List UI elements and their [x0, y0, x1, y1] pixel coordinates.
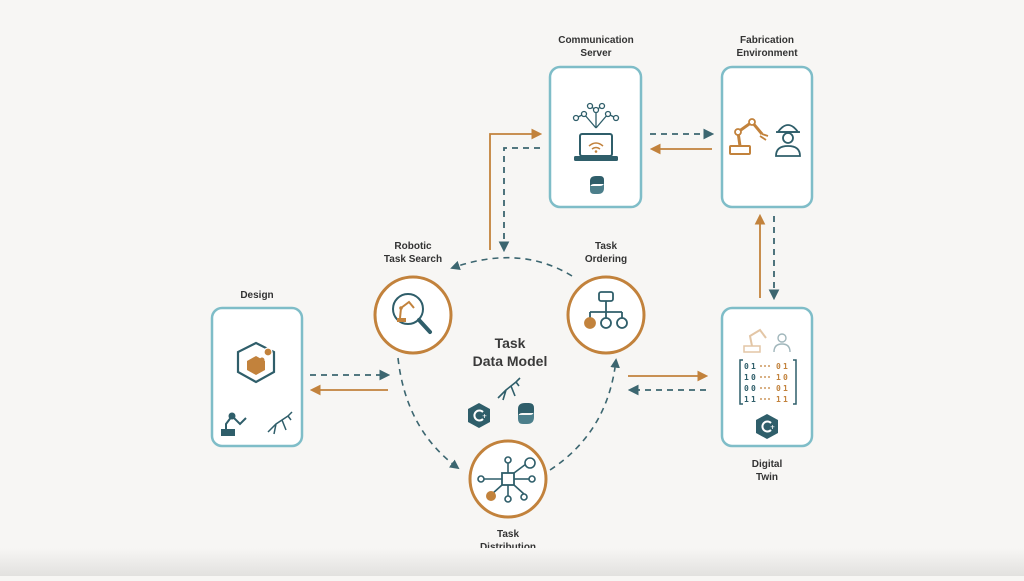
svg-text:1: 1: [776, 373, 781, 382]
task-ordering-label-line1: Task: [594, 241, 618, 252]
task-distribution-label: Task Distribution: [463, 528, 553, 554]
task-distribution-label-line1: Task: [496, 529, 520, 540]
communication-server-box: [548, 65, 643, 209]
design-label-text: Design: [240, 290, 274, 301]
svg-text:0: 0: [744, 362, 749, 371]
robotic-task-search-label-line1: Robotic: [394, 241, 432, 252]
robot-arm-icon: [743, 328, 767, 353]
design-label: Design: [222, 289, 292, 302]
worker-icon: [773, 333, 791, 353]
arrow-server-to-search: [498, 147, 540, 253]
svg-text:1: 1: [783, 395, 788, 404]
fabrication-environment-label-line1: Fabrication: [740, 35, 794, 46]
fabrication-environment-label: Fabrication Environment: [712, 34, 822, 60]
bottom-shadow: [0, 548, 1024, 576]
svg-text:+: +: [482, 413, 487, 420]
csharp-icon: +: [468, 403, 490, 428]
robotic-task-search-label: Robotic Task Search: [368, 240, 458, 266]
hierarchy-icon: [589, 291, 628, 329]
communication-server-label: Communication Server: [541, 34, 651, 60]
robotic-task-search-label-line2: Task Search: [383, 254, 443, 265]
arc-distribution-to-ordering: [549, 358, 620, 471]
arc-ordering-to-search: [450, 256, 573, 277]
robotic-task-search-circle: [373, 275, 453, 355]
digital-twin-label-line1: Digital: [751, 459, 783, 470]
svg-text:1: 1: [783, 362, 788, 371]
distribution-network-icon: [477, 456, 536, 503]
fabrication-environment-box: [720, 65, 814, 209]
svg-text:0: 0: [776, 384, 781, 393]
worker-icon: [775, 124, 801, 157]
magnifier-robot-icon: [392, 293, 432, 334]
csharp-icon: +: [756, 414, 778, 439]
robot-arm-icon: [221, 412, 247, 436]
svg-text:0: 0: [776, 362, 781, 371]
svg-text:0: 0: [751, 384, 756, 393]
task-ordering-label-line2: Ordering: [584, 254, 628, 265]
python-icon: [518, 403, 534, 424]
svg-text:0: 0: [744, 384, 749, 393]
task-distribution-label-line2: Distribution: [463, 541, 553, 554]
digital-twin-label: Digital Twin: [727, 458, 807, 484]
arrow-search-to-server: [489, 128, 543, 250]
grasshopper-icon: [497, 377, 521, 401]
task-ordering-circle: [566, 275, 646, 355]
python-icon: [590, 176, 604, 194]
svg-text:0: 0: [751, 373, 756, 382]
svg-text:1: 1: [751, 395, 756, 404]
svg-text:1: 1: [751, 362, 756, 371]
task-data-model-label-line2: Data Model: [472, 353, 548, 369]
task-data-model-icons: +: [468, 377, 534, 428]
task-distribution-circle: [468, 439, 548, 519]
arc-search-to-distribution: [397, 357, 460, 470]
digital-twin-label-line2: Twin: [755, 472, 779, 483]
svg-text:+: +: [770, 424, 775, 431]
task-data-model-label: Task Data Model: [450, 334, 570, 370]
task-ordering-label: Task Ordering: [566, 240, 646, 266]
communication-server-label-line1: Communication: [558, 35, 634, 46]
svg-text:1: 1: [776, 395, 781, 404]
svg-text:1: 1: [744, 373, 749, 382]
svg-text:1: 1: [783, 384, 788, 393]
communication-server-label-line2: Server: [580, 48, 612, 59]
hierarchy-highlight-node: [584, 317, 596, 329]
laptop-network-icon: [572, 102, 620, 161]
grasshopper-icon: [267, 411, 293, 435]
svg-text:0: 0: [783, 373, 788, 382]
robot-arm-icon: [729, 118, 769, 155]
cube-gear-icon: [236, 341, 276, 384]
task-data-model-label-line1: Task: [494, 335, 526, 351]
svg-text:1: 1: [744, 395, 749, 404]
connectors: [309, 128, 780, 396]
task-cycle-arcs: [397, 256, 620, 471]
design-box: [210, 306, 304, 448]
fabrication-environment-label-line2: Environment: [736, 48, 798, 59]
